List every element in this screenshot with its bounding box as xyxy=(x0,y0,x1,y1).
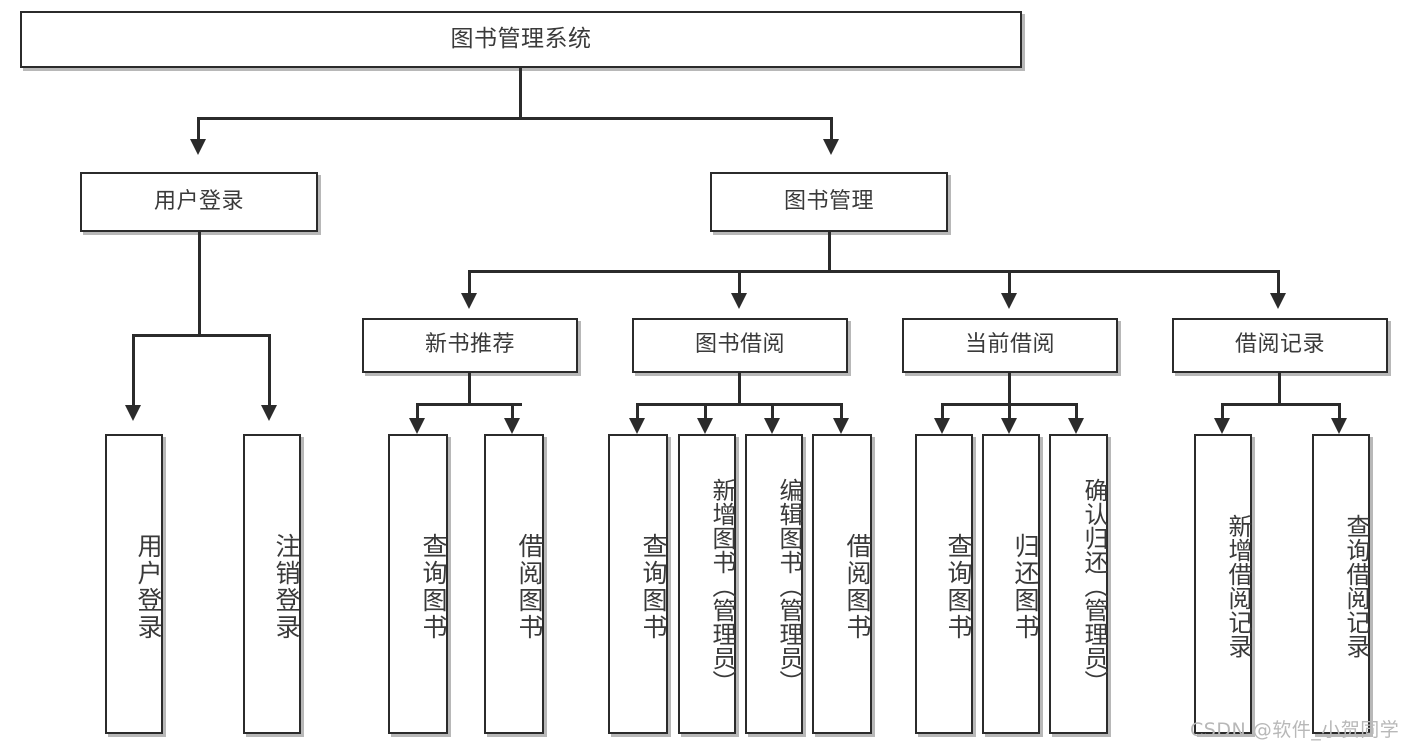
connector-book-manage-trunk xyxy=(828,232,831,272)
leaf-br-query-record-label: 查询借阅记录 xyxy=(1342,514,1370,658)
connector-bm-drop-1 xyxy=(468,270,471,294)
connector-root-drop-right xyxy=(830,117,833,140)
connector-nbr-bus xyxy=(416,403,522,406)
connector-book-manage-bus xyxy=(468,270,1280,273)
arrow-to-leaf-bb-add-book xyxy=(697,418,713,434)
arrow-to-leaf-bb-query-book xyxy=(629,418,645,434)
leaf-bb-query-book-label: 查询图书 xyxy=(639,533,668,641)
connector-cb-drop-1 xyxy=(941,403,944,419)
leaf-br-add-record[interactable]: 新增借阅记录 xyxy=(1194,434,1252,734)
connector-bb-drop-4 xyxy=(840,403,843,419)
node-book-borrow[interactable]: 图书借阅 xyxy=(632,318,848,373)
node-root-system[interactable]: 图书管理系统 xyxy=(20,11,1022,68)
arrow-to-borrow-record xyxy=(1270,293,1286,309)
connector-user-login-trunk xyxy=(198,232,201,336)
connector-bb-drop-2 xyxy=(704,403,707,419)
connector-bb-drop-3 xyxy=(771,403,774,419)
arrow-to-leaf-bb-borrow-book xyxy=(833,418,849,434)
connector-cb-drop-3 xyxy=(1075,403,1078,419)
leaf-bb-borrow-book-label: 借阅图书 xyxy=(843,533,872,641)
connector-user-login-bus xyxy=(132,334,270,337)
arrow-to-book-manage xyxy=(823,139,839,155)
leaf-user-login-label: 用户登录 xyxy=(134,533,163,641)
leaf-bb-add-book-label: 新增图书（管理员） xyxy=(708,478,736,694)
connector-cb-drop-2 xyxy=(1008,403,1011,419)
connector-bm-drop-4 xyxy=(1277,270,1280,294)
leaf-cb-return-book[interactable]: 归还图书 xyxy=(982,434,1040,734)
leaf-nbr-query-book[interactable]: 查询图书 xyxy=(388,434,448,734)
connector-br-drop-2 xyxy=(1338,403,1341,419)
connector-bb-trunk xyxy=(738,373,741,405)
node-new-book-recommend[interactable]: 新书推荐 xyxy=(362,318,578,373)
leaf-nbr-query-book-label: 查询图书 xyxy=(419,533,448,641)
node-borrow-record[interactable]: 借阅记录 xyxy=(1172,318,1388,373)
leaf-bb-borrow-book[interactable]: 借阅图书 xyxy=(812,434,872,734)
arrow-to-leaf-bb-edit-book xyxy=(764,418,780,434)
leaf-cb-query-book-label: 查询图书 xyxy=(944,533,973,641)
node-book-manage[interactable]: 图书管理 xyxy=(710,172,948,232)
leaf-cb-confirm-return-label: 确认归还（管理员） xyxy=(1080,478,1108,694)
leaf-bb-add-book[interactable]: 新增图书（管理员） xyxy=(678,434,736,734)
connector-cb-trunk xyxy=(1008,373,1011,405)
leaf-bb-query-book[interactable]: 查询图书 xyxy=(608,434,668,734)
arrow-to-new-book-recommend xyxy=(461,293,477,309)
leaf-logout-label: 注销登录 xyxy=(272,533,301,641)
arrow-to-leaf-cb-return-book xyxy=(1001,418,1017,434)
arrow-to-leaf-br-query-record xyxy=(1331,418,1347,434)
connector-nbr-drop-2 xyxy=(511,403,514,419)
arrow-to-leaf-nbr-borrow-book xyxy=(504,418,520,434)
leaf-nbr-borrow-book[interactable]: 借阅图书 xyxy=(484,434,544,734)
leaf-bb-edit-book-label: 编辑图书（管理员） xyxy=(775,478,803,694)
leaf-cb-confirm-return[interactable]: 确认归还（管理员） xyxy=(1049,434,1108,734)
leaf-br-query-record[interactable]: 查询借阅记录 xyxy=(1312,434,1370,734)
connector-bb-drop-1 xyxy=(636,403,639,419)
arrow-to-leaf-br-add-record xyxy=(1214,418,1230,434)
arrow-to-leaf-cb-confirm-return xyxy=(1068,418,1084,434)
leaf-cb-query-book[interactable]: 查询图书 xyxy=(915,434,973,734)
connector-bm-drop-2 xyxy=(738,270,741,294)
connector-bm-drop-3 xyxy=(1008,270,1011,294)
leaf-logout[interactable]: 注销登录 xyxy=(243,434,301,734)
arrow-to-user-login xyxy=(190,139,206,155)
leaf-nbr-borrow-book-label: 借阅图书 xyxy=(515,533,544,641)
arrow-to-current-borrow xyxy=(1001,293,1017,309)
connector-bb-bus xyxy=(636,403,843,406)
connector-nbr-drop-1 xyxy=(416,403,419,419)
arrow-to-leaf-cb-query-book xyxy=(934,418,950,434)
arrow-to-leaf-logout xyxy=(261,405,277,421)
connector-user-login-drop-1 xyxy=(132,334,135,406)
connector-user-login-drop-2 xyxy=(268,334,271,406)
leaf-br-add-record-label: 新增借阅记录 xyxy=(1224,514,1252,658)
node-current-borrow[interactable]: 当前借阅 xyxy=(902,318,1118,373)
arrow-to-leaf-user-login xyxy=(125,405,141,421)
leaf-user-login[interactable]: 用户登录 xyxy=(105,434,163,734)
node-user-login[interactable]: 用户登录 xyxy=(80,172,318,232)
leaf-bb-edit-book[interactable]: 编辑图书（管理员） xyxy=(745,434,803,734)
connector-root-trunk xyxy=(519,68,522,118)
arrow-to-book-borrow xyxy=(731,293,747,309)
leaf-cb-return-book-label: 归还图书 xyxy=(1011,533,1040,641)
connector-br-drop-1 xyxy=(1221,403,1224,419)
connector-br-trunk xyxy=(1278,373,1281,405)
arrow-to-leaf-nbr-query-book xyxy=(409,418,425,434)
connector-br-bus xyxy=(1221,403,1341,406)
connector-root-drop-left xyxy=(197,117,200,140)
connector-nbr-trunk xyxy=(468,373,471,405)
connector-root-bus xyxy=(197,117,833,120)
